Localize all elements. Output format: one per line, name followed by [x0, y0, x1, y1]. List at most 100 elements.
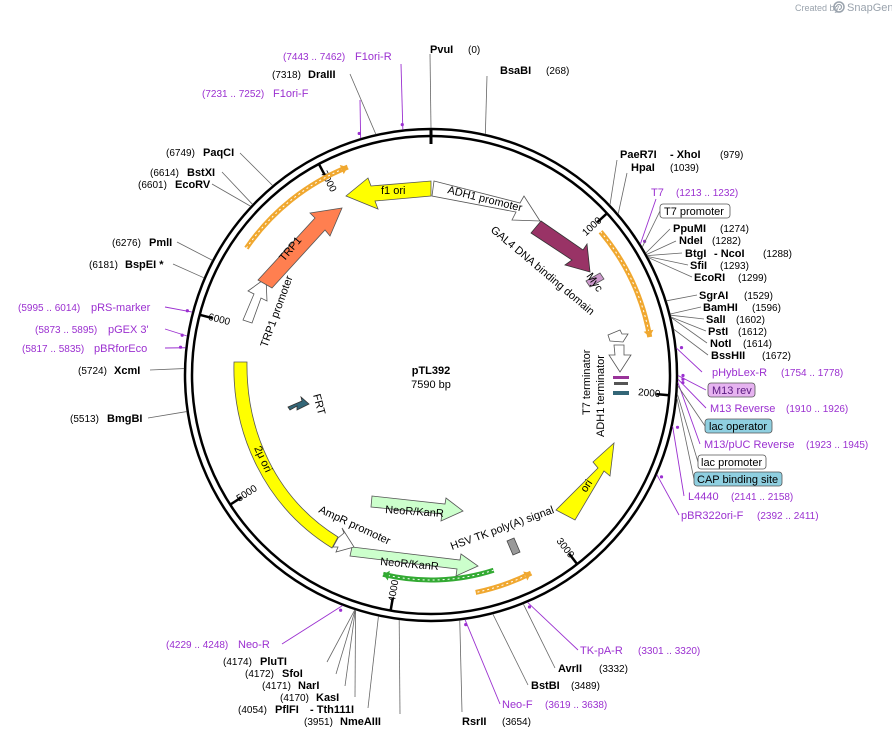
primer-t7[interactable]: T7 (1213 .. 1232)	[651, 187, 738, 199]
feature-ori[interactable]: ori	[555, 441, 615, 521]
site-sfoi[interactable]: (4172) SfoI	[245, 668, 303, 680]
site-ppumi[interactable]: PpuMI (1274)	[673, 223, 749, 235]
svg-text:HpaI: HpaI	[631, 162, 655, 174]
box-lac-operator[interactable]: lac operator	[704, 418, 773, 434]
svg-text:(6276): (6276)	[112, 238, 141, 249]
site-bmgbi[interactable]: (5513) BmgBI	[70, 413, 142, 425]
svg-text:lac promoter: lac promoter	[701, 457, 762, 469]
site-btgi-ncoi[interactable]: BtgI - NcoI (1288)	[685, 248, 792, 260]
primer-neo-f[interactable]: Neo-F (3619 .. 3638)	[502, 699, 607, 711]
site-leader	[429, 53, 432, 129]
plasmid-name: pTL392	[412, 365, 451, 377]
feature-neor-kanr-lower[interactable]: NeoR/KanR	[349, 546, 479, 577]
scale-tick-label: 6000	[207, 312, 232, 328]
feature-neor-kanr-upper[interactable]: NeoR/KanR	[370, 495, 464, 522]
svg-text:NarI: NarI	[298, 680, 319, 692]
site-sfii[interactable]: SfiI (1293)	[690, 260, 749, 272]
site-pflfi-tth111i[interactable]: (4054) PflFI - Tth111I	[238, 704, 354, 716]
site-kasi[interactable]: (4170) KasI	[280, 692, 339, 704]
feature-adh1-promoter[interactable]: ADH1 promoter	[431, 180, 541, 222]
primer-prs-marker[interactable]: (5995 .. 6014) pRS-marker	[18, 302, 151, 314]
svg-text:Neo-R: Neo-R	[238, 639, 270, 651]
orf-arc-dash	[600, 231, 651, 338]
primer-mark	[659, 475, 664, 479]
site-bsabi[interactable]: BsaBI (268)	[500, 65, 569, 77]
site-sali[interactable]: SalI (1602)	[706, 314, 765, 326]
site-nari[interactable]: (4171) NarI	[262, 680, 319, 692]
svg-text:(7443 .. 7462): (7443 .. 7462)	[283, 52, 345, 63]
feature-adh1-terminator[interactable]: ADH1 terminator	[595, 344, 632, 437]
svg-text:(3489): (3489)	[571, 681, 600, 692]
site-psti[interactable]: PstI (1612)	[708, 326, 767, 338]
feature-t7-terminator[interactable]: T7 terminator	[581, 329, 629, 415]
primer-pgex-3[interactable]: (5873 .. 5895) pGEX 3'	[35, 324, 149, 336]
svg-text:(7318): (7318)	[272, 70, 301, 81]
svg-text:(5513): (5513)	[70, 414, 99, 425]
feature-frt[interactable]: FRT	[287, 393, 327, 417]
primer-m13-reverse[interactable]: M13 Reverse (1910 .. 1926)	[710, 403, 848, 415]
site-bamhi[interactable]: BamHI (1596)	[703, 302, 781, 314]
box-lac-promoter[interactable]: lac promoter	[697, 454, 767, 470]
svg-text:XcmI: XcmI	[114, 365, 140, 377]
svg-text:NdeI: NdeI	[679, 235, 703, 247]
svg-text:BssHII: BssHII	[711, 350, 745, 362]
box-cap-binding-site[interactable]: CAP binding site	[693, 471, 783, 487]
svg-text:SgrAI: SgrAI	[699, 290, 728, 302]
svg-text:(3301 .. 3320): (3301 .. 3320)	[638, 646, 700, 657]
primer-pbrforeco[interactable]: (5817 .. 5835) pBRforEco	[22, 343, 147, 355]
svg-text:M13/pUC Reverse: M13/pUC Reverse	[704, 439, 794, 451]
site-pluti[interactable]: (4174) PluTI	[223, 656, 287, 668]
site-leader	[617, 172, 628, 214]
primer-m13-rev[interactable]: M13 rev	[707, 382, 756, 398]
site-pvui[interactable]: PvuI (0)	[430, 44, 480, 56]
scale-tick	[389, 597, 395, 611]
feature-f1-ori[interactable]: f1 ori	[345, 177, 432, 210]
site-draiii[interactable]: (7318) DraIII	[272, 69, 336, 81]
feature-gal4-dbd[interactable]: GAL4 DNA binding domain	[488, 220, 596, 318]
primer-m13-puc-reverse[interactable]: M13/pUC Reverse (1923 .. 1945)	[704, 439, 868, 451]
box-t7-promoter[interactable]: T7 promoter	[659, 203, 731, 219]
site-ecorv[interactable]: (6601) EcoRV	[138, 179, 211, 191]
site-bstxi[interactable]: (6614) BstXI	[150, 167, 215, 179]
site-leader	[523, 603, 556, 669]
site-bspei[interactable]: (6181) BspEI *	[89, 259, 164, 271]
site-sgrai[interactable]: SgrAI (1529)	[699, 290, 773, 302]
primer-pbr322ori-f[interactable]: pBR322ori-F (2392 .. 2411)	[681, 510, 819, 522]
site-paer7i-xhoi[interactable]: PaeR7I - XhoI (979)	[620, 149, 743, 161]
feature-hsv-tk-polya[interactable]: HSV TK poly(A) signal	[449, 504, 556, 556]
primer-neo-r[interactable]: (4229 .. 4248) Neo-R	[166, 639, 270, 651]
svg-text:- XhoI: - XhoI	[670, 149, 701, 161]
site-pmli[interactable]: (6276) PmlI	[112, 237, 172, 249]
svg-text:(6181): (6181)	[89, 260, 118, 271]
svg-text:(1282): (1282)	[712, 236, 741, 247]
site-paqci[interactable]: (6749) PaqCI	[166, 147, 234, 159]
svg-text:NmeAIII: NmeAIII	[340, 716, 381, 728]
svg-text:pRS-marker: pRS-marker	[91, 302, 151, 314]
svg-text:(4170): (4170)	[280, 693, 309, 704]
svg-text:(1923 .. 1945): (1923 .. 1945)	[806, 440, 868, 451]
svg-text:pBR322ori-F: pBR322ori-F	[681, 510, 744, 522]
primer-leader	[656, 474, 680, 516]
site-noti[interactable]: NotI (1614)	[710, 338, 772, 350]
primer-f1ori-r[interactable]: (7443 .. 7462) F1ori-R	[283, 51, 392, 63]
feature-myc[interactable]: Myc	[584, 271, 606, 295]
site-hpai[interactable]: HpaI (1039)	[631, 162, 699, 174]
site-bstbi[interactable]: BstBI (3489)	[531, 680, 600, 692]
site-ndei[interactable]: NdeI (1282)	[679, 235, 741, 247]
site-leader	[211, 183, 251, 207]
primer-phyblex-r[interactable]: pHybLex-R (1754 .. 1778)	[712, 367, 843, 379]
primer-tk-pa-r[interactable]: TK-pA-R (3301 .. 3320)	[580, 645, 700, 657]
site-bsshii[interactable]: BssHII (1672)	[711, 350, 791, 362]
site-rsrii[interactable]: RsrII (3654)	[462, 716, 531, 728]
feature-2mu-ori[interactable]: 2μ ori	[233, 361, 339, 549]
scale-tick	[596, 212, 608, 224]
svg-text:(4229 .. 4248): (4229 .. 4248)	[166, 640, 228, 651]
site-nmeaiii[interactable]: (3951) NmeAIII	[304, 716, 381, 728]
site-xcmi[interactable]: (5724) XcmI	[78, 365, 140, 377]
site-avrii[interactable]: AvrII (3332)	[558, 663, 628, 675]
primer-l4440[interactable]: L4440 (2141 .. 2158)	[688, 491, 793, 503]
primer-f1ori-f[interactable]: (7231 .. 7252) F1ori-F	[202, 88, 309, 100]
svg-text:BmgBI: BmgBI	[107, 413, 142, 425]
site-ecori[interactable]: EcoRI (1299)	[694, 272, 767, 284]
